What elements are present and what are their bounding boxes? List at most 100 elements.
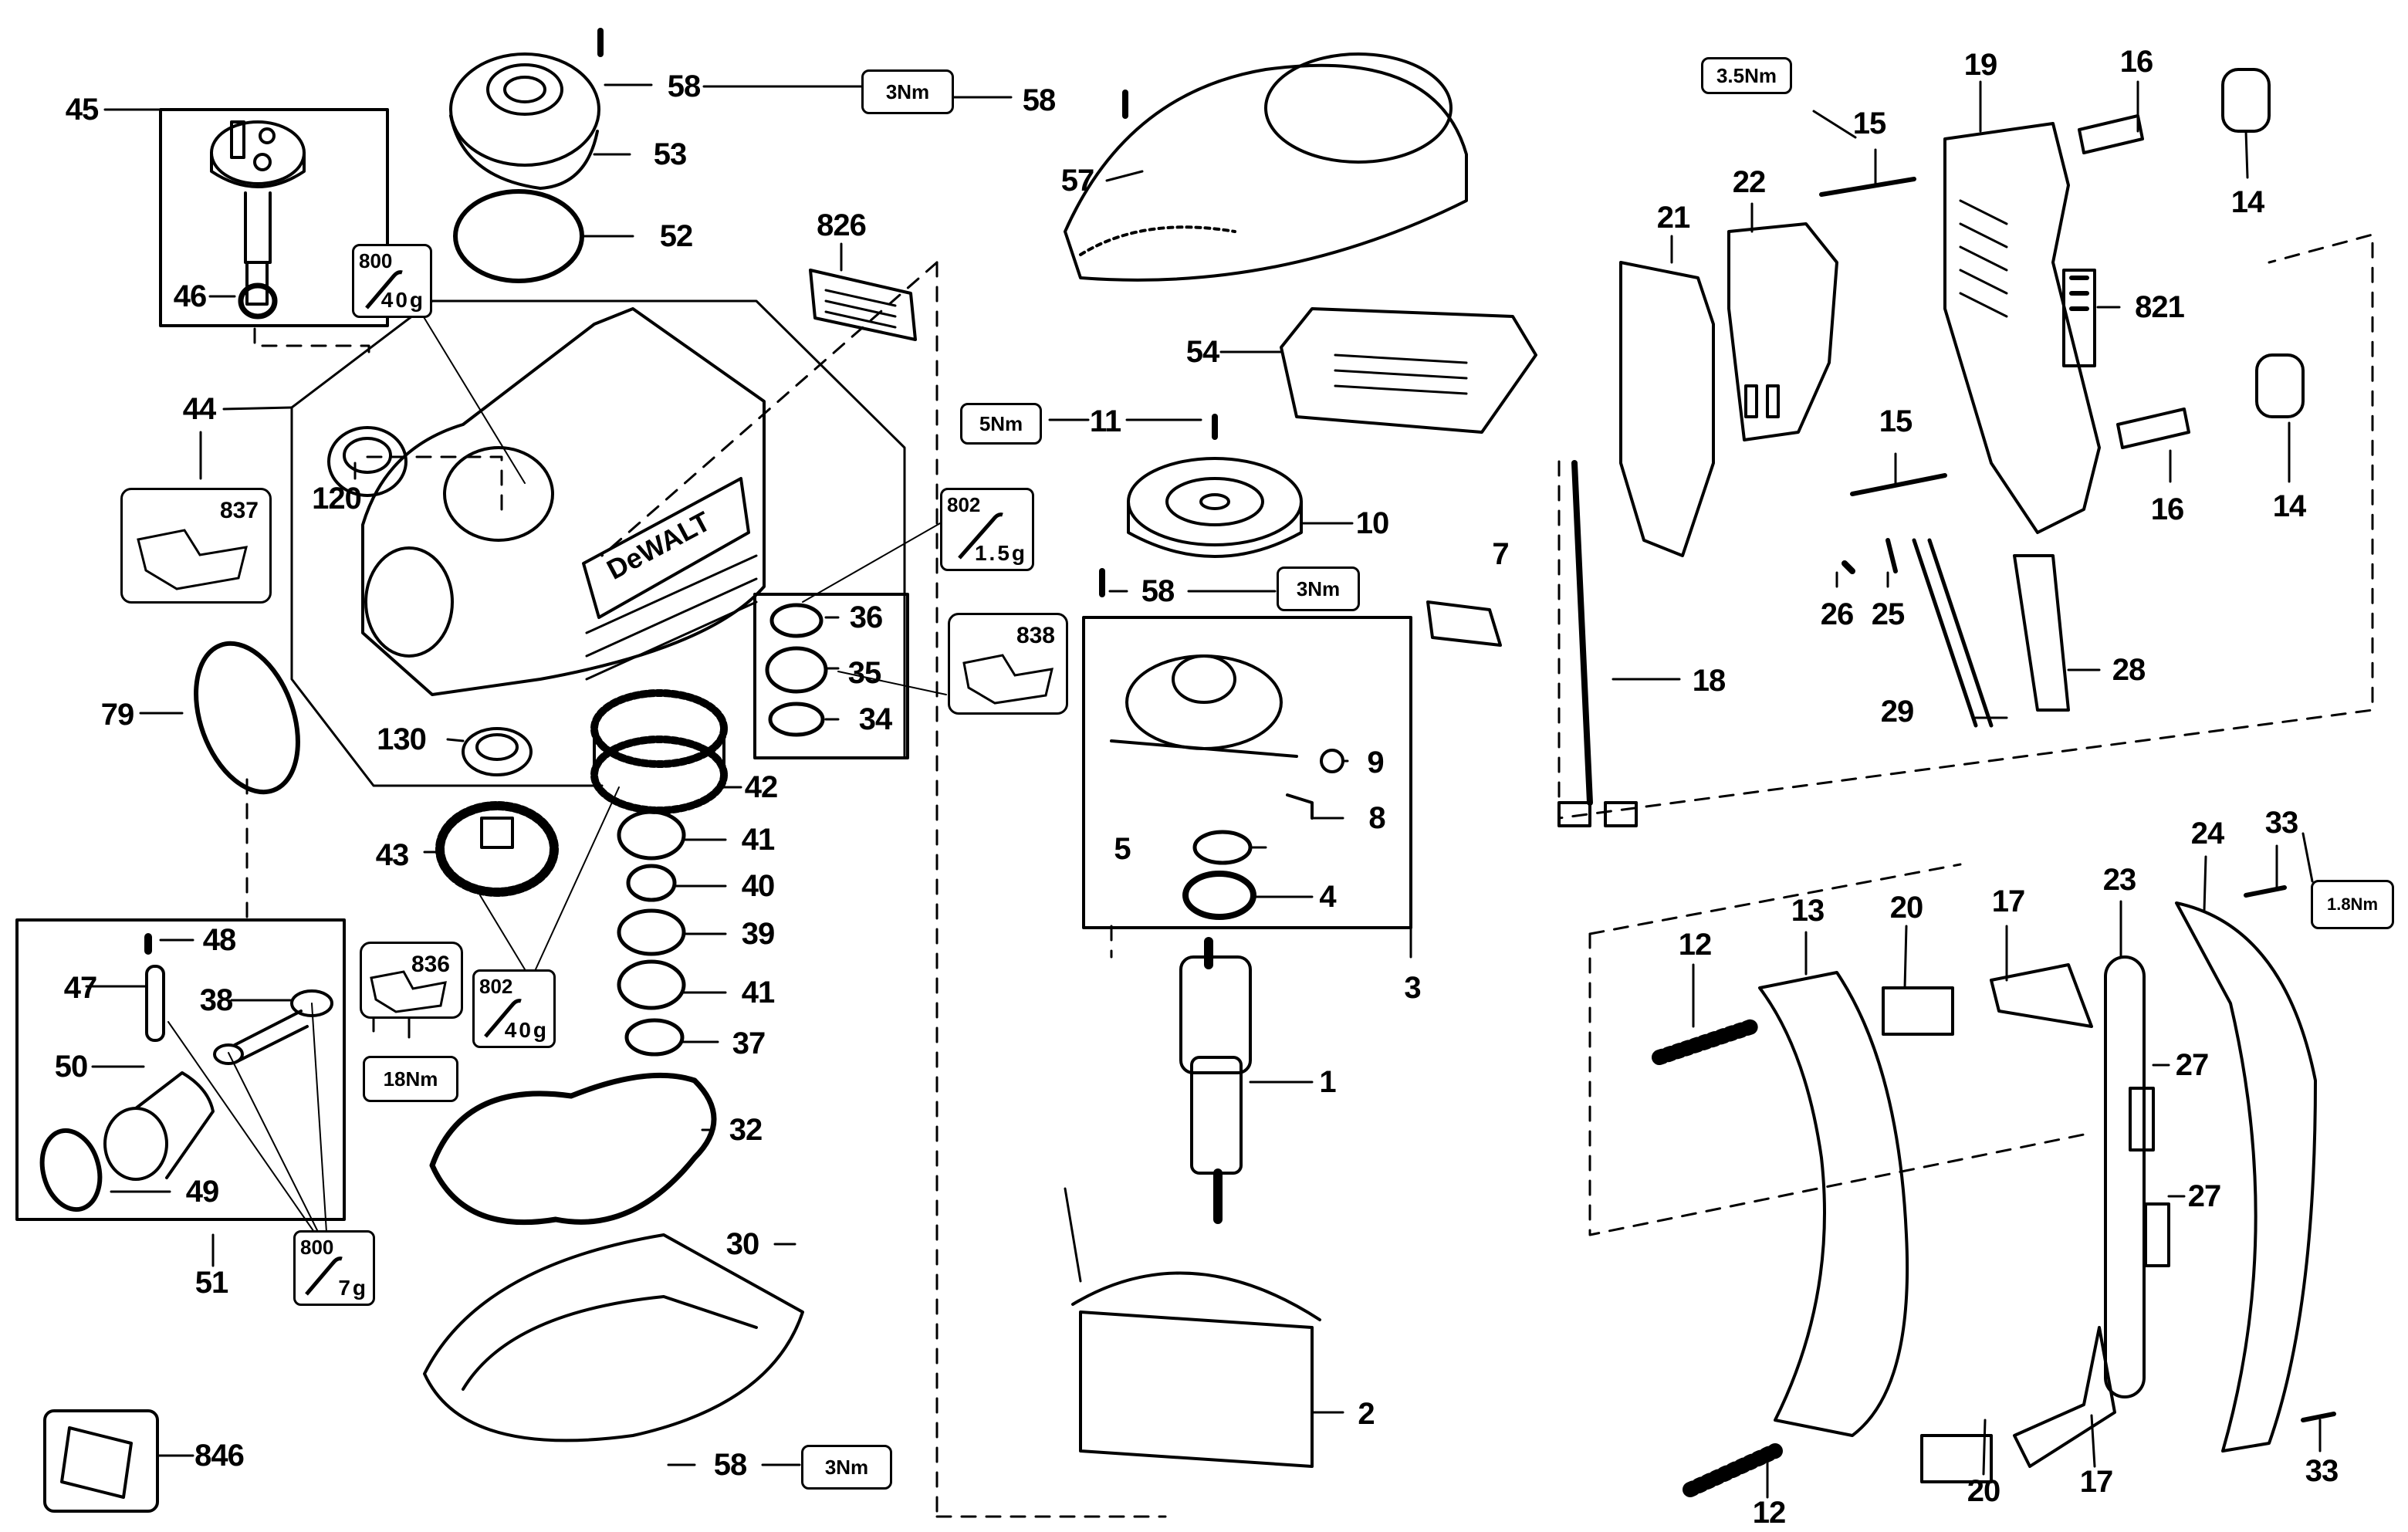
callout-14-upper: 14 xyxy=(2230,185,2264,219)
dashed-frame-side-handle-top xyxy=(1588,863,1962,935)
part-16a-pin xyxy=(2078,114,2144,154)
kit-box-838: 838 xyxy=(948,613,1068,715)
part-38-conrod xyxy=(213,989,333,1065)
part-44-gear-housing: DeWALT xyxy=(361,307,766,696)
part-34-circlip xyxy=(768,702,825,737)
callout-33-lower: 33 xyxy=(2305,1454,2339,1488)
part-52-oring xyxy=(453,189,584,283)
part-25-clamp xyxy=(1885,538,1898,573)
part-17a-lever xyxy=(1990,963,2093,1028)
part-27b-sleeve xyxy=(2144,1202,2170,1267)
part-41a-bearing xyxy=(617,810,686,861)
part-12b-spring xyxy=(1683,1443,1783,1497)
dashed-leader-46 xyxy=(253,327,370,364)
kit-code: 838 xyxy=(1016,623,1055,648)
part-39-bearing xyxy=(617,908,686,956)
grease-amount: 40g xyxy=(380,288,425,312)
callout-16-lower: 16 xyxy=(2150,492,2184,526)
callout-30: 30 xyxy=(725,1227,759,1261)
callout-20-upper: 20 xyxy=(1889,891,1923,925)
part-49-oring xyxy=(39,1128,103,1212)
kit-box-836: 836 xyxy=(360,942,463,1019)
part-43-gear xyxy=(435,801,559,897)
callout-7: 7 xyxy=(1492,537,1509,571)
part-4-ring xyxy=(1182,871,1256,920)
grease-code: 802 xyxy=(947,493,981,516)
kit-box-846 xyxy=(45,1411,162,1516)
part-27a-sleeve xyxy=(2129,1087,2155,1152)
callout-120: 120 xyxy=(312,482,362,516)
callout-41-lower: 41 xyxy=(741,976,775,1009)
part-19-handle-half xyxy=(1943,122,2101,534)
grease-amount: 40g xyxy=(504,1018,549,1042)
part-17b-lever xyxy=(2013,1326,2116,1468)
dashed-frame-handle xyxy=(1557,233,2374,820)
leader-lines xyxy=(85,80,2322,1499)
grease-box-800-7g: 800 7g xyxy=(293,1230,375,1306)
part-826-label xyxy=(809,269,917,341)
part-36-bearing xyxy=(769,603,824,638)
dashed-frame-side-handle xyxy=(1588,932,2085,1236)
grease-code: 800 xyxy=(300,1236,334,1259)
callout-34: 34 xyxy=(858,702,892,736)
callout-826: 826 xyxy=(817,208,867,242)
grease-gun-icon xyxy=(305,1256,343,1296)
callout-48: 48 xyxy=(202,923,236,957)
part-28-sleeve xyxy=(2013,554,2070,712)
part-29-wires xyxy=(1912,538,1994,728)
assembly-box-3 xyxy=(1082,616,1412,929)
callout-28: 28 xyxy=(2112,653,2146,687)
part-53-cover xyxy=(449,52,600,190)
callout-36: 36 xyxy=(849,600,883,634)
callout-49: 49 xyxy=(185,1175,219,1209)
torque-box-3nm-top: 3Nm xyxy=(861,69,954,114)
callout-27-lower: 27 xyxy=(2187,1179,2221,1213)
callout-58-mid: 58 xyxy=(1141,574,1175,608)
callout-14-lower: 14 xyxy=(2272,489,2306,523)
part-3-housing-bearing xyxy=(1110,654,1298,758)
callout-42: 42 xyxy=(744,770,778,804)
callout-58-top-left: 58 xyxy=(667,69,701,103)
torque-box-3-5nm: 3.5Nm xyxy=(1701,57,1792,94)
part-42-gear xyxy=(590,689,728,814)
callout-40: 40 xyxy=(741,869,775,903)
part-20b-insert xyxy=(1920,1434,1993,1483)
part-46-ring xyxy=(238,282,278,320)
callout-19: 19 xyxy=(1963,48,1997,82)
part-130-bearing xyxy=(462,727,533,776)
bearing-stack xyxy=(617,810,686,1057)
callout-4: 4 xyxy=(1319,880,1336,914)
callout-26: 26 xyxy=(1820,597,1854,631)
callout-58-bottom: 58 xyxy=(713,1448,747,1482)
part-57-motor-cover xyxy=(1064,52,1468,282)
callout-24: 24 xyxy=(2190,817,2224,851)
callout-46: 46 xyxy=(173,279,207,313)
callout-44: 44 xyxy=(182,392,216,426)
callout-35: 35 xyxy=(847,656,881,690)
callout-15-upper: 15 xyxy=(1852,107,1886,140)
part-5-bearing xyxy=(1192,830,1253,865)
part-50-piston xyxy=(103,1071,215,1181)
callout-17-upper: 17 xyxy=(1991,884,2025,918)
callout-846: 846 xyxy=(194,1439,245,1473)
torque-box-18nm: 18Nm xyxy=(363,1056,458,1102)
callout-79: 79 xyxy=(100,698,134,732)
part-20a-insert xyxy=(1882,986,1954,1036)
callout-37: 37 xyxy=(732,1026,766,1060)
torque-box-3nm-bottom: 3Nm xyxy=(801,1445,892,1490)
part-30-base xyxy=(423,1233,804,1442)
callout-53: 53 xyxy=(653,137,687,171)
callout-57: 57 xyxy=(1060,164,1094,198)
part-41b-bearing xyxy=(617,959,686,1010)
grease-code: 802 xyxy=(479,975,513,998)
callout-54: 54 xyxy=(1185,335,1219,369)
part-8-spring xyxy=(1286,793,1314,820)
assembly-box-45 xyxy=(159,108,389,327)
callout-51: 51 xyxy=(194,1266,228,1300)
callout-13: 13 xyxy=(1791,894,1825,928)
callout-50: 50 xyxy=(54,1050,88,1084)
callout-17-lower: 17 xyxy=(2079,1465,2113,1499)
callout-58-top-right: 58 xyxy=(1022,83,1056,117)
part-16b-pin xyxy=(2116,408,2190,449)
